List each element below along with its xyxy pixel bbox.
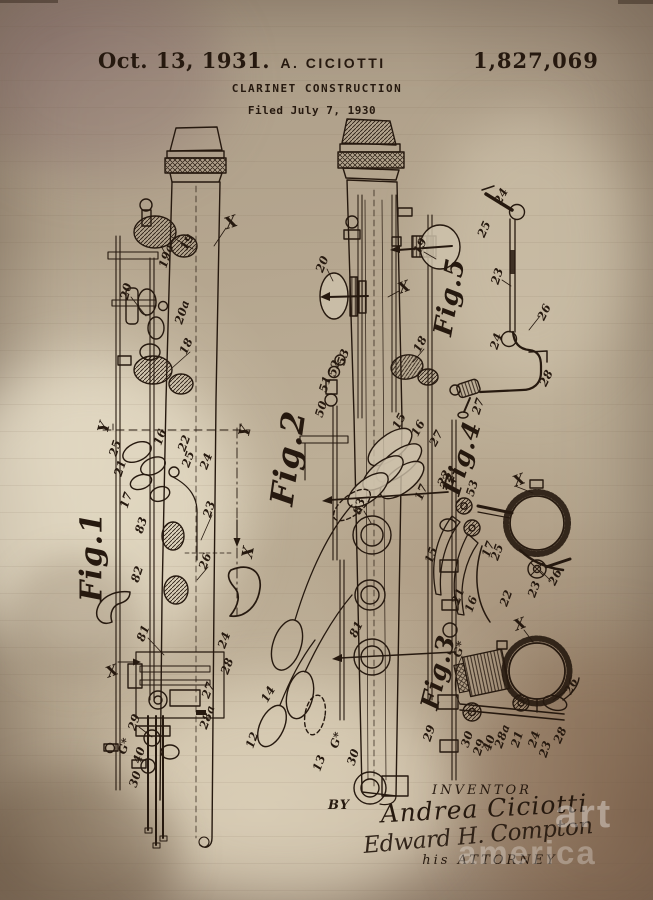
patent-title: CLARINET CONSTRUCTION bbox=[232, 82, 403, 95]
attorney-caption: his ATTORNEY bbox=[422, 853, 558, 868]
patent-filed-date: Filed July 7, 1930 bbox=[248, 104, 376, 117]
patent-number: 1,827,069 bbox=[473, 48, 599, 73]
fig5-key-rod-detail bbox=[450, 186, 547, 418]
fig3-thumb-ring-detail bbox=[453, 630, 579, 721]
figure-label-fig1: Fig.1 bbox=[75, 512, 110, 602]
by-label: BY bbox=[328, 798, 350, 813]
patent-date: Oct. 13, 1931. bbox=[98, 48, 270, 73]
patent-inventor-header: A. CICIOTTI bbox=[280, 55, 385, 71]
